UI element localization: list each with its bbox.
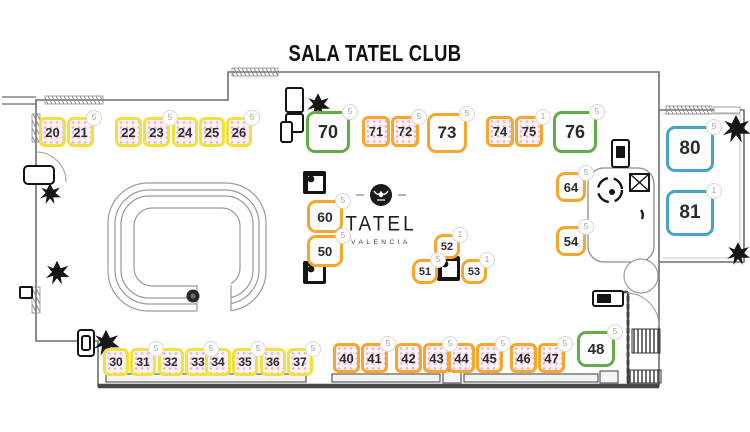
table-40[interactable]: 40 <box>333 343 360 373</box>
table-60[interactable]: 60 <box>307 200 343 233</box>
table-availability-badge: 5 <box>86 110 102 126</box>
table-availability-badge: 5 <box>335 228 351 244</box>
table-76[interactable]: 76 <box>553 111 597 153</box>
table-availability-badge: 5 <box>335 193 351 209</box>
table-73[interactable]: 73 <box>427 113 467 153</box>
table-availability-badge: 5 <box>578 219 594 235</box>
stairs <box>626 296 662 384</box>
table-availability-badge: 5 <box>148 341 164 357</box>
table-20[interactable]: 20 <box>39 117 66 147</box>
table-availability-badge: 5 <box>430 252 446 268</box>
table-54[interactable]: 54 <box>556 226 586 256</box>
door-arc <box>35 151 660 327</box>
table-availability-badge: 5 <box>706 119 722 135</box>
table-availability-badge: 1 <box>479 252 495 268</box>
bar-counter <box>107 182 267 315</box>
table-42[interactable]: 42 <box>395 343 422 373</box>
table-availability-badge: 1 <box>452 227 468 243</box>
table-availability-badge: 5 <box>380 336 396 352</box>
table-availability-badge: 5 <box>557 336 573 352</box>
table-availability-badge: 5 <box>442 336 458 352</box>
table-74[interactable]: 74 <box>486 116 514 147</box>
table-37[interactable]: 37 <box>287 348 313 376</box>
table-75[interactable]: 75 <box>515 116 543 147</box>
table-81[interactable]: 81 <box>666 190 714 236</box>
table-availability-badge: 5 <box>342 104 358 120</box>
black-station-icon <box>303 171 460 284</box>
venue-city: VALENCIA <box>351 239 411 246</box>
table-availability-badge: 5 <box>162 110 178 126</box>
table-availability-badge: 5 <box>589 104 605 120</box>
table-47[interactable]: 47 <box>538 343 565 373</box>
round-table <box>623 258 659 294</box>
table-availability-badge: 5 <box>250 341 266 357</box>
table-30[interactable]: 30 <box>103 348 129 376</box>
table-71[interactable]: 71 <box>362 116 390 147</box>
tatel-emblem-icon <box>356 184 406 206</box>
table-availability-badge: 1 <box>706 183 722 199</box>
plant-icon <box>40 93 750 356</box>
table-availability-badge: 1 <box>535 109 551 125</box>
table-availability-badge: 5 <box>411 109 427 125</box>
table-51[interactable]: 51 <box>412 259 438 284</box>
table-availability-badge: 5 <box>244 110 260 126</box>
table-70[interactable]: 70 <box>306 111 350 153</box>
table-availability-badge: 5 <box>459 106 475 122</box>
venue-logo: TATEL VALENCIA <box>338 182 424 246</box>
page-title: SALA TATEL CLUB <box>288 40 462 66</box>
service-station-icon <box>19 87 630 307</box>
table-availability-badge: 5 <box>578 165 594 181</box>
table-43[interactable]: 43 <box>423 343 450 373</box>
table-25[interactable]: 25 <box>199 117 225 147</box>
table-46[interactable]: 46 <box>510 343 537 373</box>
table-availability-badge: 5 <box>607 324 623 340</box>
venue-name: TATEL <box>345 212 417 237</box>
window-hatch <box>31 67 741 314</box>
dj-booth <box>587 167 655 263</box>
table-availability-badge: 5 <box>495 336 511 352</box>
armchair-icon <box>77 329 95 357</box>
table-45[interactable]: 45 <box>476 343 503 373</box>
table-80[interactable]: 80 <box>666 126 714 172</box>
table-22[interactable]: 22 <box>115 117 142 147</box>
table-availability-badge: 5 <box>203 341 219 357</box>
table-35[interactable]: 35 <box>232 348 258 376</box>
table-availability-badge: 5 <box>305 341 321 357</box>
